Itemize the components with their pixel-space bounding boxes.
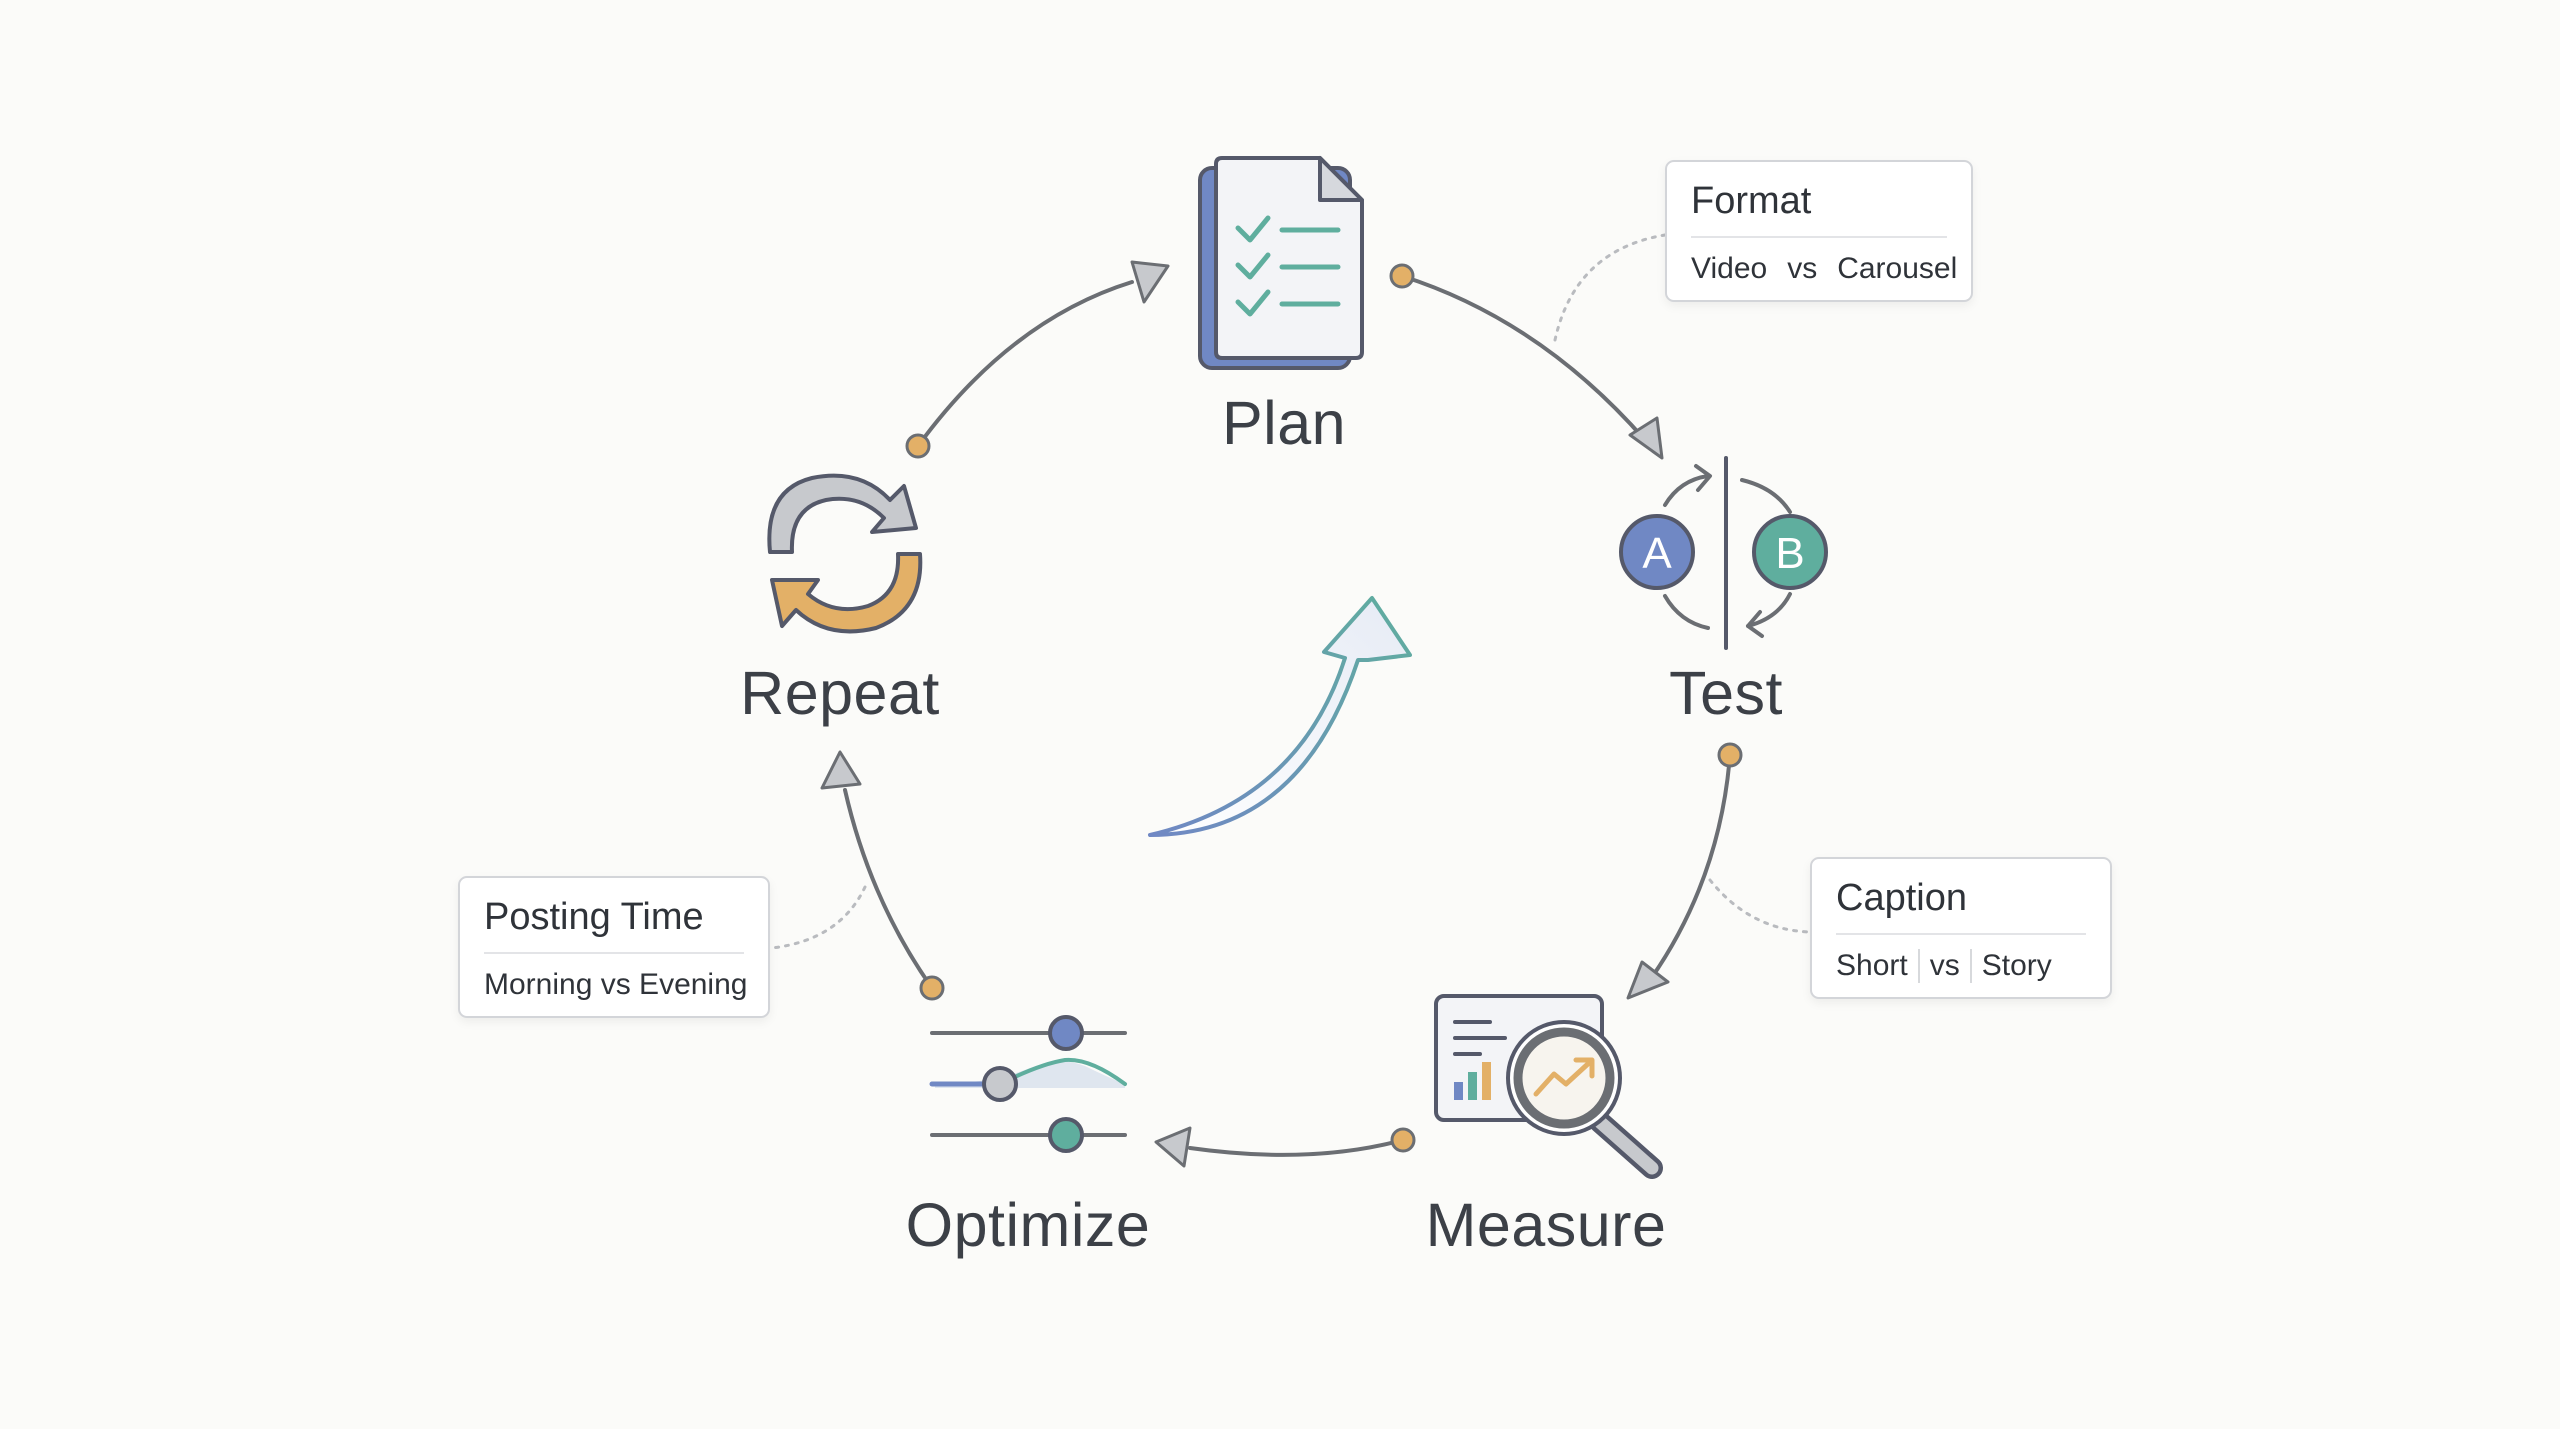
connector-posting-time	[770, 885, 867, 950]
stage-label-test: Test	[1669, 659, 1783, 727]
callout-posting-time-text: Morning vs Evening	[484, 968, 748, 1001]
callout-caption-title: Caption	[1836, 873, 2086, 935]
growth-arrow-icon	[1148, 596, 1412, 837]
caption-option-right: Story	[1981, 949, 2052, 982]
callout-posting-time-title: Posting Time	[484, 892, 744, 954]
variant-b-label: B	[1775, 529, 1804, 578]
callout-posting-time: Posting Time Morning vs Evening	[458, 876, 770, 1018]
divider	[1917, 949, 1920, 983]
ab-test-icon: A B	[1619, 456, 1828, 650]
format-option-right: Carousel	[1837, 252, 1958, 285]
caption-vs: vs	[1929, 949, 1960, 982]
stage-label-optimize: Optimize	[905, 1191, 1151, 1259]
format-option-left: Video	[1691, 252, 1768, 285]
arrow-plan-to-test	[1389, 263, 1664, 460]
variant-a-label: A	[1642, 529, 1672, 578]
refresh-cycle-icon	[767, 473, 923, 634]
analytics-magnifier-icon	[1434, 994, 1663, 1179]
stage-label-measure: Measure	[1425, 1191, 1667, 1259]
arrow-measure-to-optimize	[1154, 1126, 1416, 1168]
caption-option-left: Short	[1836, 949, 1908, 982]
stage-label-plan: Plan	[1221, 389, 1347, 457]
callout-caption: Caption Short vs Story	[1810, 857, 2112, 999]
callout-caption-options: Short vs Story	[1836, 935, 2086, 983]
callout-format: Format Video vs Carousel	[1665, 160, 1973, 302]
connector-caption	[1708, 878, 1812, 934]
callout-format-title: Format	[1691, 176, 1947, 238]
sliders-icon	[929, 1015, 1127, 1153]
arrow-optimize-to-repeat	[820, 750, 945, 1001]
format-vs: vs	[1787, 252, 1818, 285]
arrow-test-to-measure	[1626, 742, 1743, 1000]
callout-format-options: Video vs Carousel	[1691, 238, 1957, 286]
stage-label-repeat: Repeat	[740, 659, 940, 727]
divider	[1969, 949, 1972, 983]
checklist-document-icon	[1198, 156, 1364, 370]
arrow-repeat-to-plan	[905, 260, 1170, 459]
connector-format	[1553, 233, 1667, 342]
